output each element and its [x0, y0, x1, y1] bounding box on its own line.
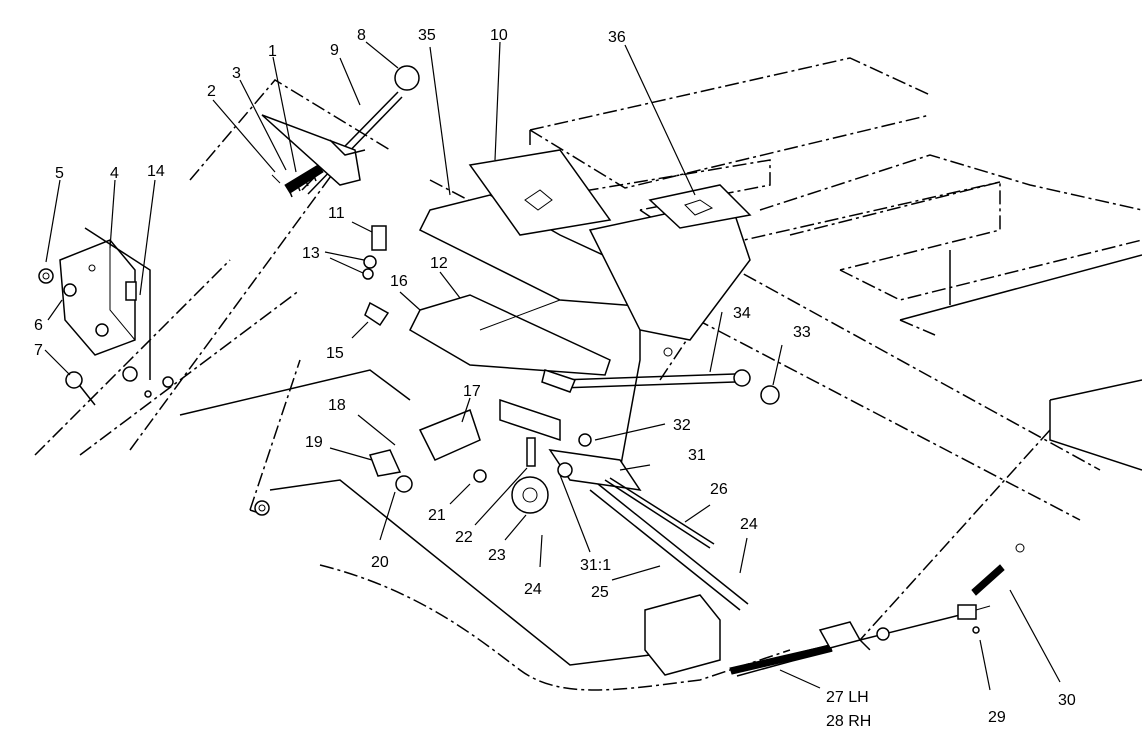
callout-2: 2	[207, 83, 216, 100]
linkage-parts	[362, 225, 780, 514]
deck-phantom-outline	[429, 57, 1142, 651]
pedal-plates	[409, 149, 751, 471]
callout-29: 29	[988, 709, 1006, 726]
callout-31: 31	[688, 447, 706, 464]
callout-17: 17	[463, 383, 481, 400]
callout-8: 8	[357, 27, 366, 44]
callout-26: 26	[710, 481, 728, 498]
callout-16: 16	[390, 273, 408, 290]
callout-5: 5	[55, 165, 64, 182]
forward-pedal	[648, 184, 752, 229]
callout-24-right: 24	[740, 516, 758, 533]
callout-20: 20	[371, 554, 389, 571]
callout-31-1: 31:1	[580, 557, 611, 574]
callout-22: 22	[455, 529, 473, 546]
callout-35: 35	[418, 27, 436, 44]
callout-30: 30	[1058, 692, 1076, 709]
callout-21: 21	[428, 507, 446, 524]
spring-coil	[284, 164, 324, 198]
rods	[589, 477, 749, 611]
callout-25: 25	[591, 584, 609, 601]
callout-1: 1	[268, 43, 277, 60]
callout-19: 19	[305, 434, 323, 451]
callout-28: 28 RH	[826, 713, 871, 730]
callout-9: 9	[330, 42, 339, 59]
callout-18: 18	[328, 397, 346, 414]
callout-14: 14	[147, 163, 165, 180]
callout-7: 7	[34, 342, 43, 359]
left-bracket-assembly	[38, 227, 174, 406]
callout-6: 6	[34, 317, 43, 334]
callout-33: 33	[793, 324, 811, 341]
leader-lines	[44, 41, 1061, 691]
callout-11: 11	[328, 205, 345, 222]
callout-23: 23	[488, 547, 506, 564]
callout-27: 27 LH	[826, 689, 869, 706]
callout-24-lower: 24	[524, 581, 542, 598]
callout-10: 10	[490, 27, 508, 44]
cable-assembly	[644, 543, 1025, 677]
callout-4: 4	[110, 165, 119, 182]
callout-34: 34	[733, 305, 751, 322]
callout-3: 3	[232, 65, 241, 82]
callout-32: 32	[673, 417, 691, 434]
callout-13: 13	[302, 245, 320, 262]
callout-36: 36	[608, 29, 626, 46]
callout-labels: 1 2 3 4 5 6 7 8 9 10 11 12 13 14 15 16 1…	[34, 27, 1076, 730]
callout-15: 15	[326, 345, 344, 362]
callout-12: 12	[430, 255, 448, 272]
shift-lever-assembly	[261, 65, 420, 198]
